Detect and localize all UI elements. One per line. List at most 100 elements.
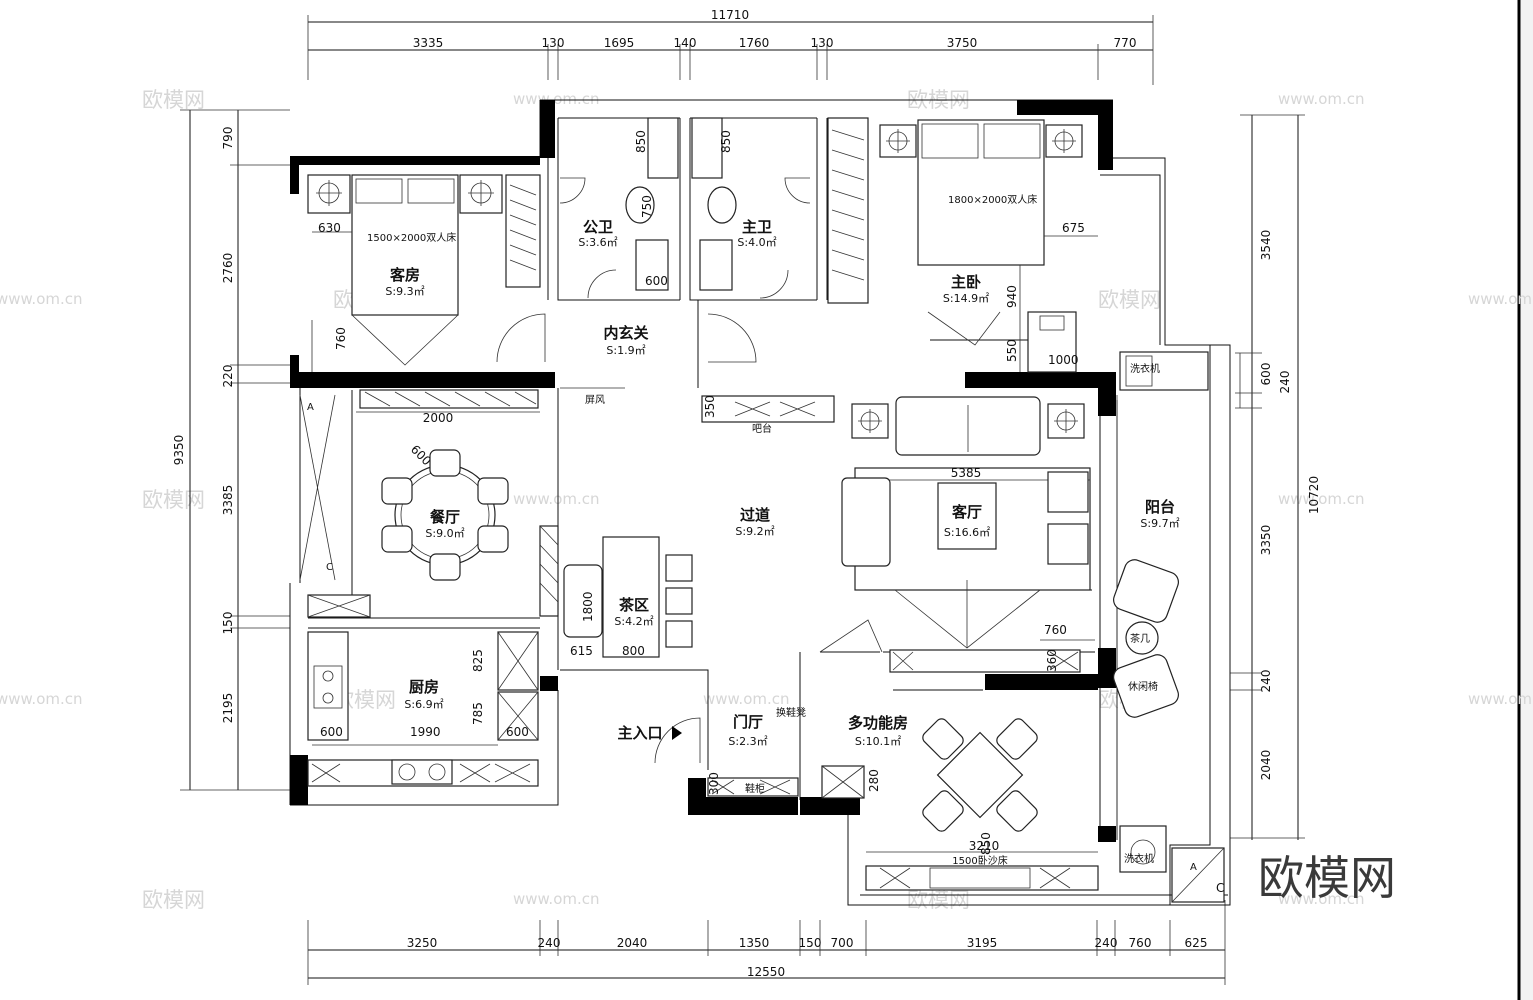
marker-a: A [1190,862,1197,873]
watermark-url: www.om.cn [0,690,83,708]
dim-right: 2040 [1259,750,1273,781]
dim-bottom-total: 12550 [747,965,785,979]
wall-outlines [289,99,1231,906]
tea-chair [563,564,603,638]
dim-bottom: 3250 [407,936,438,950]
chair [996,718,1038,760]
dim-top: 140 [674,36,697,50]
dim-top: 1760 [739,36,770,50]
dim-multi-280: 280 [867,769,881,792]
dim-left: 150 [221,612,235,635]
watermark-url: www.om.cn [1278,490,1365,508]
room-area-corridor: S:9.2㎡ [735,525,774,538]
washer-label: 洗衣机 [1130,362,1160,375]
dim-kitchen-825: 825 [471,649,485,672]
dim-top: 770 [1114,36,1137,50]
watermark-url: www.om.cn [1468,290,1533,308]
room-area-inner-foyer: S:1.9㎡ [606,344,645,357]
stool [1047,523,1089,565]
shower [699,239,733,291]
dim-pubbath-600: 600 [645,274,668,288]
watermark-url: www.om.cn [0,290,83,308]
dim-right: 240 [1278,371,1292,394]
dim-left-total: 9350 [172,435,186,466]
dimensions-top: 11710 3335 130 1695 140 1760 130 3750 77… [307,8,1154,85]
balcony: 洗衣机 阳台 S:9.7㎡ 茶几 休闲椅 洗衣机 A C [1113,351,1225,903]
bed-guest-label: 1500×2000双人床 [367,231,456,244]
dim-master-550: 550 [1005,339,1019,362]
room-name-public-bath: 公卫 [583,218,613,236]
room-name-inner-foyer: 内玄关 [603,324,648,342]
dim-bottom: 760 [1129,936,1152,950]
stool [665,587,693,615]
dim-top: 1695 [604,36,635,50]
dim-bottom: 150 [799,936,822,950]
dining-room: 2000 600 餐厅 S:9.0㎡ [307,389,559,618]
dim-bottom: 240 [1095,936,1118,950]
watermark-url: www.om.cn [703,690,790,708]
dim-top: 3750 [947,36,978,50]
marker-c: C [326,562,333,573]
dim-bottom: 700 [831,936,854,950]
leisure-chair [1113,654,1179,718]
dim-multi-3210: 3210 [969,839,1000,853]
stove [391,759,453,785]
dim-tea-615: 615 [570,644,593,658]
room-name-entry-hall: 门厅 [733,713,763,731]
chair [922,790,964,832]
room-name-corridor: 过道 [740,506,770,524]
room-name-living: 客厅 [951,503,982,521]
bar-label: 吧台 [752,422,772,435]
vanity [691,117,723,179]
dining-chair [381,477,413,505]
room-area-dining: S:9.0㎡ [425,527,464,540]
dining-chair [477,477,509,505]
desk [1027,311,1077,373]
room-area-master-bath: S:4.0㎡ [737,236,776,249]
dim-multi-850: 850 [979,832,993,855]
room-area-tea: S:4.2㎡ [614,615,653,628]
toilet [625,186,655,224]
dim-bottom: 1350 [739,936,770,950]
watermark-url: www.om.cn [1278,90,1365,108]
marker-c: C [1216,881,1224,895]
dim-master-940: 940 [1005,285,1019,308]
watermark: 欧模网 [907,888,970,912]
dim-left: 3385 [221,485,235,516]
room-area-multi: S:10.1㎡ [855,735,901,748]
dim-top: 130 [542,36,565,50]
coffee-table [937,482,997,550]
bar-counter [701,395,835,423]
thick-walls [290,100,1116,842]
washer-area [1119,351,1209,391]
dining-chair [429,449,461,477]
master-bedroom: 1800×2000双人床 675 940 550 1000 主卧 S:14.9㎡ [827,117,1098,373]
dim-kitchen-600: 600 [320,725,343,739]
watermark: 欧模网 [142,888,205,912]
room-name-multi: 多功能房 [848,714,908,732]
washing-machine [1119,825,1167,873]
room-area-master-bedroom: S:14.9㎡ [943,292,989,305]
multi-function-room: 多功能房 S:10.1㎡ 280 3210 850 1500卧沙床 [821,714,1099,891]
leisure-chair-label: 休闲椅 [1128,680,1158,693]
watermark: 欧模网 [142,488,205,512]
watermark-url: www.om.cn [513,490,600,508]
bed-master-label: 1800×2000双人床 [948,193,1037,206]
dim-masterbath-850: 850 [719,130,733,153]
dim-pubbath-850: 850 [634,130,648,153]
leisure-chair [1113,559,1179,623]
room-name-kitchen: 厨房 [409,678,439,696]
sofa-bed-label: 1500卧沙床 [952,854,1007,867]
dim-kitchen-600b: 600 [506,725,529,739]
scan-border [1519,0,1533,1000]
counter-left [307,631,349,741]
dim-corridor-350: 350 [703,395,717,418]
room-area-entry-hall: S:2.3㎡ [728,735,767,748]
room-name-master-bedroom: 主卧 [951,273,981,291]
dim-right: 3350 [1259,525,1273,556]
room-area-balcony: S:9.7㎡ [1140,517,1179,530]
dim-living-5385: 5385 [951,466,982,480]
dim-right: 240 [1259,670,1273,693]
dim-left: 2195 [221,693,235,724]
